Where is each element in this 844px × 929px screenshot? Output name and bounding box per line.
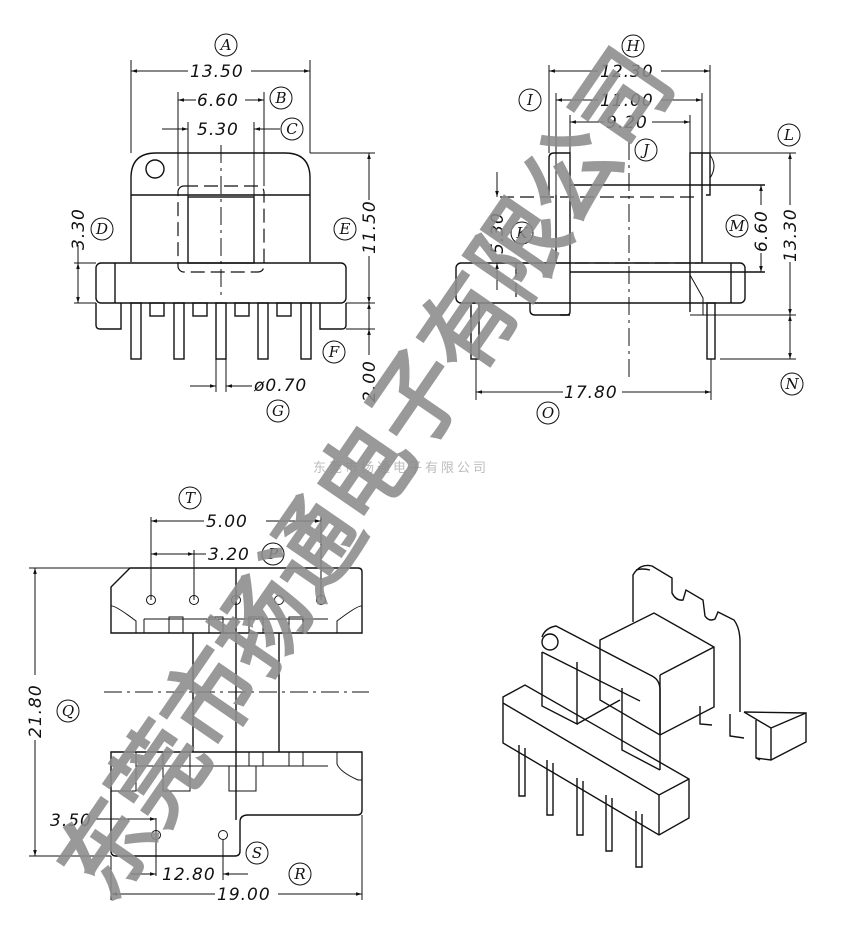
- callout-Q: Q: [56, 699, 80, 723]
- isometric-view: [502, 564, 807, 868]
- callout-I: I: [518, 88, 542, 112]
- callout-F: F: [322, 340, 346, 364]
- dim-J: 9.20: [606, 113, 648, 133]
- callout-O: O: [536, 401, 560, 425]
- svg-text:M: M: [728, 217, 745, 235]
- side-pin-left: [470, 302, 480, 360]
- front-pins: [130, 302, 312, 360]
- dim-F: 2.00: [360, 360, 380, 402]
- svg-text:I: I: [526, 91, 534, 109]
- watermark-small-text: 东莞市扬通电子有限公司: [313, 460, 489, 476]
- callout-E: E: [333, 217, 357, 241]
- dim-G: ø0.70: [253, 376, 307, 396]
- callout-A: A: [214, 33, 238, 57]
- callout-H: H: [621, 34, 645, 58]
- svg-text:R: R: [293, 865, 305, 883]
- dim-R: 19.00: [217, 885, 271, 905]
- callout-N: N: [780, 372, 804, 396]
- svg-text:A: A: [219, 36, 232, 54]
- svg-text:P: P: [267, 545, 279, 563]
- callout-B: B: [269, 86, 293, 110]
- dim-P: 3.20: [208, 545, 250, 565]
- bottom-pin-hole: [218, 830, 228, 840]
- dim-B: 6.60: [197, 91, 239, 111]
- dim-H: 12.30: [600, 62, 654, 82]
- watermark-large-text: 东莞市扬通电子有限公司: [37, 30, 696, 918]
- dim-L: 13.30: [781, 208, 801, 262]
- dim-U: 3.50: [50, 811, 92, 831]
- iso-pins: [518, 745, 643, 868]
- dim-Q: 21.80: [26, 684, 46, 738]
- dim-O: 17.80: [564, 383, 618, 403]
- callout-C: C: [280, 117, 304, 141]
- dim-S: 5.00: [206, 512, 248, 532]
- dim-I: 11.00: [600, 91, 654, 111]
- pin1-mark-icon: [145, 159, 165, 179]
- svg-text:E: E: [339, 220, 351, 238]
- svg-text:Q: Q: [62, 702, 74, 720]
- dim-E: 11.50: [360, 200, 380, 254]
- dim-K: 5.30: [488, 212, 508, 254]
- callout-G: G: [266, 399, 290, 423]
- svg-text:L: L: [783, 126, 794, 144]
- bottom-view: 5.00 3.20 21.80 3.50 12.80 19.00 T P Q S…: [26, 486, 369, 905]
- svg-text:F: F: [328, 343, 340, 361]
- svg-text:O: O: [542, 404, 554, 422]
- callout-R: R: [288, 862, 312, 886]
- callout-D: D: [90, 217, 114, 241]
- svg-text:K: K: [515, 224, 528, 242]
- dim-C: 5.30: [197, 120, 239, 140]
- svg-text:G: G: [272, 402, 284, 420]
- callout-S: T: [178, 486, 202, 510]
- svg-text:T: T: [185, 489, 196, 507]
- svg-text:B: B: [274, 89, 286, 107]
- callout-M: M: [725, 214, 749, 238]
- dim-A: 13.50: [190, 62, 244, 82]
- svg-text:D: D: [95, 220, 108, 238]
- side-pin-right: [706, 302, 716, 360]
- callout-T: S: [245, 841, 269, 865]
- pin1-mark-icon: [541, 633, 559, 651]
- dim-M: 6.60: [752, 210, 772, 252]
- callout-P: P: [261, 542, 285, 566]
- callout-J: J: [634, 138, 658, 162]
- dim-D: 3.30: [69, 208, 89, 250]
- svg-text:S: S: [252, 844, 262, 862]
- svg-text:C: C: [286, 120, 298, 138]
- svg-text:J: J: [640, 141, 650, 159]
- front-view: 13.50 6.60 5.30 3.30 11.50 2.00: [69, 33, 380, 423]
- callout-L: L: [777, 123, 801, 147]
- svg-text:H: H: [625, 37, 640, 55]
- callout-K: K: [510, 221, 534, 245]
- dim-T: 12.80: [162, 865, 216, 885]
- svg-text:N: N: [784, 375, 799, 393]
- side-view: 12.30 11.00 9.20 5.30 6.60 13.30: [455, 34, 804, 425]
